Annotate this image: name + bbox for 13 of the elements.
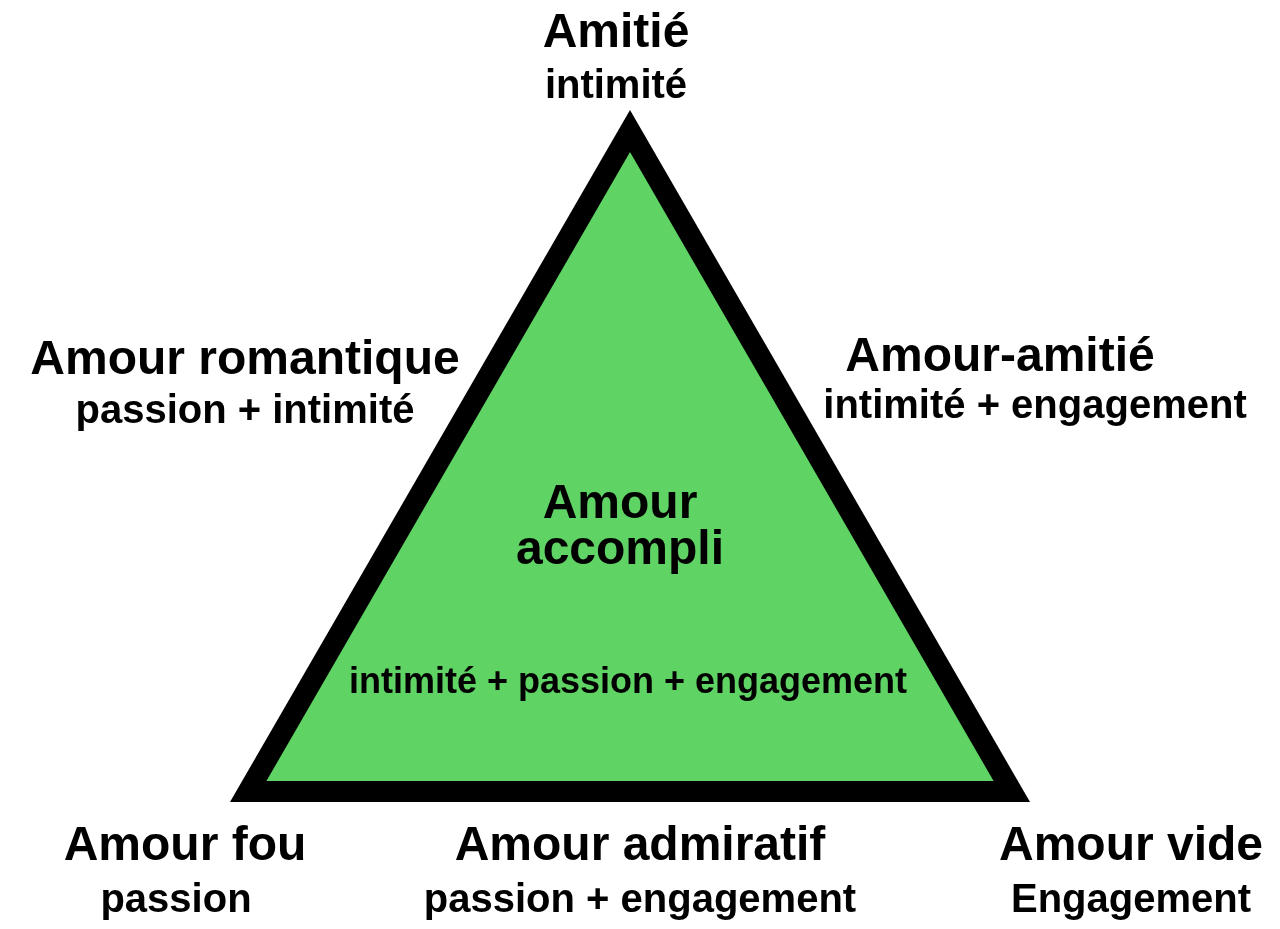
type-heading: Amour-amitié [845,327,1155,383]
type-heading: Amour vide [999,816,1263,872]
triangle-subtitle: intimité + passion + engagement [348,659,908,701]
component-text: passion + engagement [423,874,857,921]
component-text: Engagement [1011,874,1251,921]
type-heading: Amour fou [63,816,307,872]
type-heading: Amour admiratif [454,816,826,872]
component-text: passion [100,874,252,921]
component-text: intimité + engagement [823,380,1247,427]
component-text: intimité [544,60,688,107]
component-text: passion + intimité [75,385,415,432]
type-heading: Amour romantique [30,330,460,386]
type-heading: Amitié [542,3,690,59]
